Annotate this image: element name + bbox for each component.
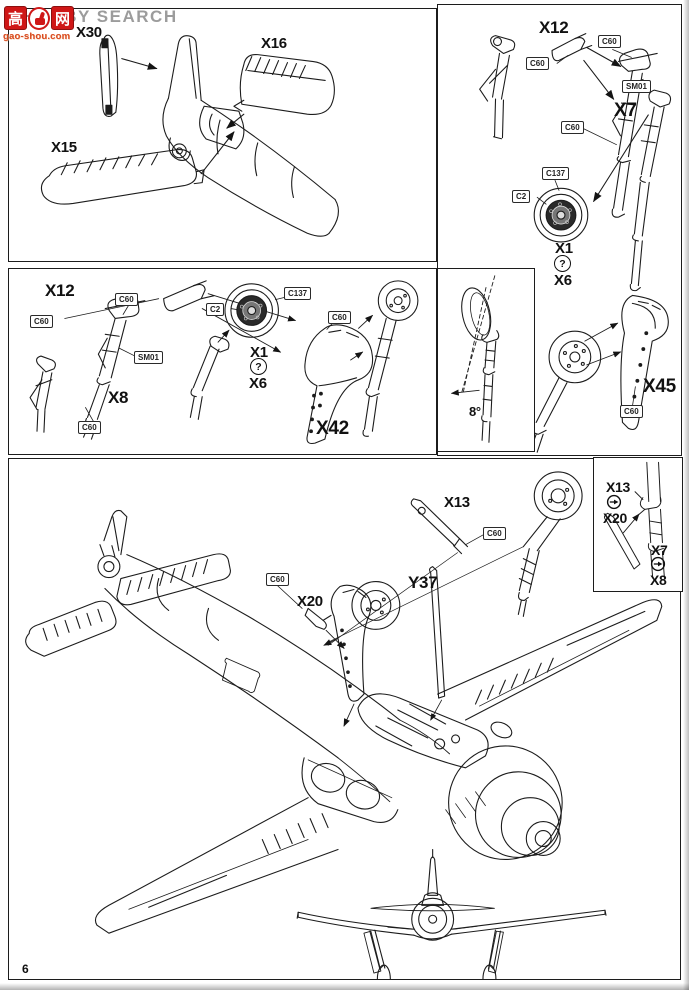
part-label-x12: X12	[539, 18, 569, 37]
part-label-y37: Y37	[408, 573, 438, 592]
part-label-x8: X8	[108, 388, 129, 407]
part-label-x13: X13	[444, 494, 470, 511]
part-label-x8: X8	[650, 572, 667, 589]
landing-gear-left-drawing	[29, 280, 419, 445]
color-callout-c60: C60	[266, 573, 289, 587]
part-label-x1: X1	[555, 240, 573, 257]
color-callout-c2: C2	[206, 303, 225, 317]
part-label-x6: X6	[554, 272, 572, 289]
panel-angle-inset: 8°	[437, 268, 535, 452]
part-label-x6: X6	[249, 375, 267, 392]
airframe-assembly-drawing	[25, 471, 663, 979]
attach-arrow-icon	[650, 557, 666, 572]
part-label-x16: X16	[261, 35, 287, 52]
part-label-x12: X12	[45, 281, 75, 300]
part-label-x1: X1	[250, 344, 268, 361]
color-callout-c60: C60	[328, 311, 351, 325]
page-shadow-right	[683, 0, 689, 990]
tail-surfaces-drawing	[40, 34, 339, 237]
color-callout-c60: C60	[483, 527, 506, 541]
watermark-site-url: gao-shou.com	[3, 31, 71, 42]
inset-tailwheel-detail: X13 X20 X7 X8	[593, 457, 683, 593]
page-number: 6	[22, 962, 29, 976]
color-callout-c2: C2	[512, 190, 531, 204]
color-callout-c60: C60	[30, 315, 53, 329]
color-callout-c137: C137	[542, 167, 570, 181]
part-label-x45: X45	[643, 376, 676, 397]
color-callout-sm01: SM01	[622, 80, 651, 94]
logo-char-right: 网	[51, 6, 74, 30]
thumb-up-icon	[28, 6, 50, 30]
color-callout-c60: C60	[115, 293, 138, 307]
page-shadow-bottom	[0, 983, 689, 990]
color-callout-c60: C60	[598, 35, 621, 49]
angle-label: 8°	[469, 404, 481, 419]
part-label-x30: X30	[76, 24, 102, 41]
part-label-x20: X20	[297, 593, 323, 610]
part-label-x7: X7	[651, 542, 668, 559]
color-callout-c60: C60	[78, 421, 101, 435]
part-label-x42: X42	[316, 418, 349, 439]
panel-landing-gear-right: X12 C60 C60 SM01 C60 X7 C137 C2 X1 ? X6 …	[437, 4, 682, 456]
panel-landing-gear-left: X12 C60 C60 SM01 X8 C60 C137 C2 X1 ? X6 …	[8, 268, 437, 455]
color-callout-c60: C60	[526, 57, 549, 71]
panel-tail-surfaces: X30 X16 X15	[8, 8, 437, 262]
watermark-logo: 高 网	[4, 6, 74, 30]
part-label-x7: X7	[614, 100, 637, 121]
color-callout-sm01: SM01	[134, 351, 163, 365]
option-question-icon: ?	[554, 255, 571, 272]
landing-gear-drawing	[479, 33, 672, 453]
color-callout-c137: C137	[284, 287, 312, 301]
part-label-x20: X20	[603, 510, 628, 527]
wheel-angle-drawing	[450, 275, 500, 443]
part-label-x13: X13	[606, 479, 631, 496]
panel-airframe-assembly: X13 C60 Y37 C60 X20 X13 X	[8, 457, 683, 980]
option-question-icon: ?	[250, 358, 267, 375]
color-callout-c60: C60	[620, 405, 643, 419]
color-callout-c60: C60	[561, 121, 584, 135]
part-label-x15: X15	[51, 139, 77, 156]
attach-arrow-icon	[606, 495, 622, 510]
logo-char-left: 高	[4, 6, 27, 30]
